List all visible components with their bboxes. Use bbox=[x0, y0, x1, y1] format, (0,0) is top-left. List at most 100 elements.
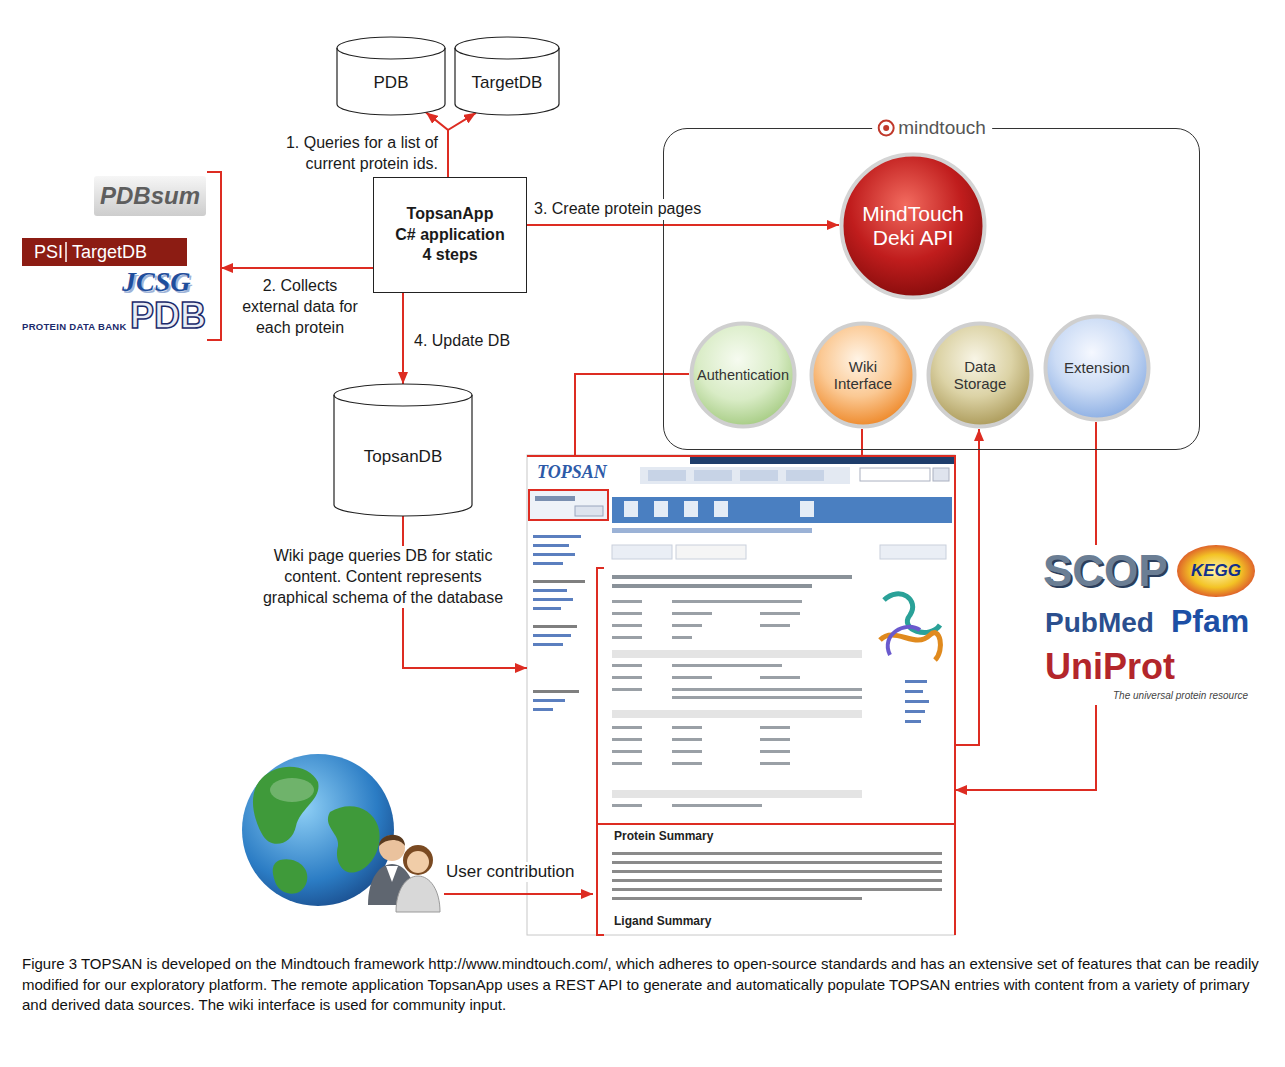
web-page-mockup bbox=[760, 738, 790, 741]
node-label: Extension bbox=[1064, 359, 1130, 376]
database-cylinder: TargetDB bbox=[454, 36, 560, 116]
circle-outline bbox=[929, 324, 1032, 427]
circle-outline bbox=[1046, 317, 1149, 420]
node-label: TopsanApp C# application 4 steps bbox=[394, 204, 506, 266]
flow-connector bbox=[403, 516, 527, 668]
web-page-mockup bbox=[760, 762, 790, 765]
web-page-mockup bbox=[612, 897, 862, 900]
component-circle: Data Storage bbox=[926, 321, 1034, 429]
flow-connector bbox=[575, 374, 689, 455]
framework-frame: MindTouch Deki API Authentication Wiki Int… bbox=[663, 128, 1200, 450]
web-page-mockup bbox=[533, 553, 575, 556]
web-page-mockup bbox=[905, 720, 921, 723]
source-bracket bbox=[207, 172, 221, 340]
circle-outline bbox=[812, 324, 915, 427]
globe-with-users bbox=[253, 767, 319, 844]
globe-with-users bbox=[407, 851, 429, 873]
web-page-mockup bbox=[533, 708, 553, 711]
flow-connector bbox=[221, 267, 373, 269]
edge-label: 4. Update DB bbox=[412, 331, 512, 352]
web-page-mockup bbox=[533, 643, 563, 646]
globe-with-users bbox=[273, 859, 308, 894]
web-page-mockup bbox=[624, 501, 638, 517]
web-page-mockup bbox=[800, 501, 814, 517]
logo-text: PROTEIN DATA BANK bbox=[22, 322, 127, 333]
flow-connector bbox=[527, 224, 839, 226]
web-page-mockup bbox=[672, 676, 712, 679]
node-label: TopsanDB bbox=[364, 446, 442, 468]
logo-text: PDB bbox=[130, 298, 206, 334]
globe-with-users bbox=[386, 866, 398, 882]
web-page-mockup bbox=[527, 455, 955, 935]
logo-text: TargetDB bbox=[72, 241, 147, 263]
web-page-mockup bbox=[612, 650, 862, 658]
web-page-mockup bbox=[533, 625, 577, 628]
globe-with-users bbox=[242, 754, 440, 912]
logo-text: Pfam bbox=[1171, 605, 1249, 637]
web-page-mockup bbox=[533, 607, 561, 610]
web-page-mockup bbox=[527, 455, 955, 935]
web-page-mockup bbox=[533, 634, 571, 637]
web-page-mockup bbox=[672, 738, 702, 741]
web-page-mockup bbox=[612, 636, 642, 639]
cylinder-outline bbox=[334, 384, 472, 516]
web-page-mockup bbox=[529, 490, 608, 520]
web-page-mockup bbox=[694, 470, 732, 481]
framework-logo-icon bbox=[883, 125, 889, 131]
contribution-arrow bbox=[444, 894, 593, 895]
web-page-mockup bbox=[612, 888, 942, 891]
database-cylinder: TopsanDB bbox=[333, 383, 473, 517]
web-page-mockup bbox=[612, 545, 672, 559]
logo-text: KEGG bbox=[1177, 545, 1255, 597]
web-page-mockup bbox=[597, 823, 955, 825]
web-page-mockup bbox=[760, 612, 800, 615]
logo-text: SCOP bbox=[1043, 549, 1168, 593]
web-page-mockup bbox=[533, 598, 573, 601]
globe-with-users bbox=[328, 806, 380, 872]
node-label: Authentication bbox=[697, 367, 789, 384]
node-label: MindTouch Deki API bbox=[851, 202, 976, 250]
logo-text: JCSG bbox=[122, 266, 190, 298]
web-page-mockup bbox=[786, 470, 824, 481]
web-page-mockup bbox=[672, 762, 702, 765]
web-page-mockup bbox=[672, 696, 862, 699]
node-label: Wiki Interface bbox=[827, 358, 899, 393]
web-page-mockup bbox=[760, 676, 800, 679]
web-page-mockup bbox=[905, 700, 929, 703]
web-page-mockup bbox=[672, 688, 862, 691]
circle-outline bbox=[842, 155, 985, 298]
resource-logo-group: SCOPKEGGPubMedPfamUniProtThe universal p… bbox=[1043, 545, 1281, 705]
web-page-mockup bbox=[527, 456, 955, 935]
cylinder-outline bbox=[455, 48, 559, 59]
edge-label: Wiki page queries DB for static content.… bbox=[250, 546, 516, 608]
web-page-mockup bbox=[760, 726, 790, 729]
web-page-mockup bbox=[684, 501, 698, 517]
flow-connector bbox=[861, 429, 863, 455]
web-page-mockup bbox=[672, 636, 692, 639]
logo-separator bbox=[65, 242, 67, 262]
web-page-mockup bbox=[933, 468, 949, 481]
component-circle: Authentication bbox=[689, 321, 797, 429]
node-label: PDB bbox=[374, 72, 409, 94]
web-page-mockup bbox=[612, 710, 862, 718]
flow-connector bbox=[955, 429, 979, 745]
globe-with-users bbox=[396, 876, 440, 912]
logo-text: PubMed bbox=[1045, 609, 1154, 637]
psi-logo-bar bbox=[22, 238, 187, 266]
web-page-mockup bbox=[612, 861, 942, 864]
source-bracket bbox=[207, 172, 221, 340]
web-page-mockup bbox=[612, 879, 942, 882]
component-circle: Extension bbox=[1043, 314, 1151, 422]
web-page-mockup bbox=[760, 624, 790, 627]
figure-caption: Figure 3 TOPSAN is developed on the Mind… bbox=[22, 954, 1265, 1016]
edge-label: 2. Collects external data for each prote… bbox=[232, 276, 368, 338]
web-page-mockup bbox=[672, 750, 702, 753]
web-page-mockup bbox=[676, 545, 746, 559]
web-page-mockup bbox=[672, 664, 782, 667]
web-page-mockup bbox=[905, 690, 923, 693]
web-page-mockup bbox=[672, 612, 712, 615]
web-page-mockup bbox=[612, 804, 642, 807]
web-page-mockup bbox=[888, 627, 920, 655]
